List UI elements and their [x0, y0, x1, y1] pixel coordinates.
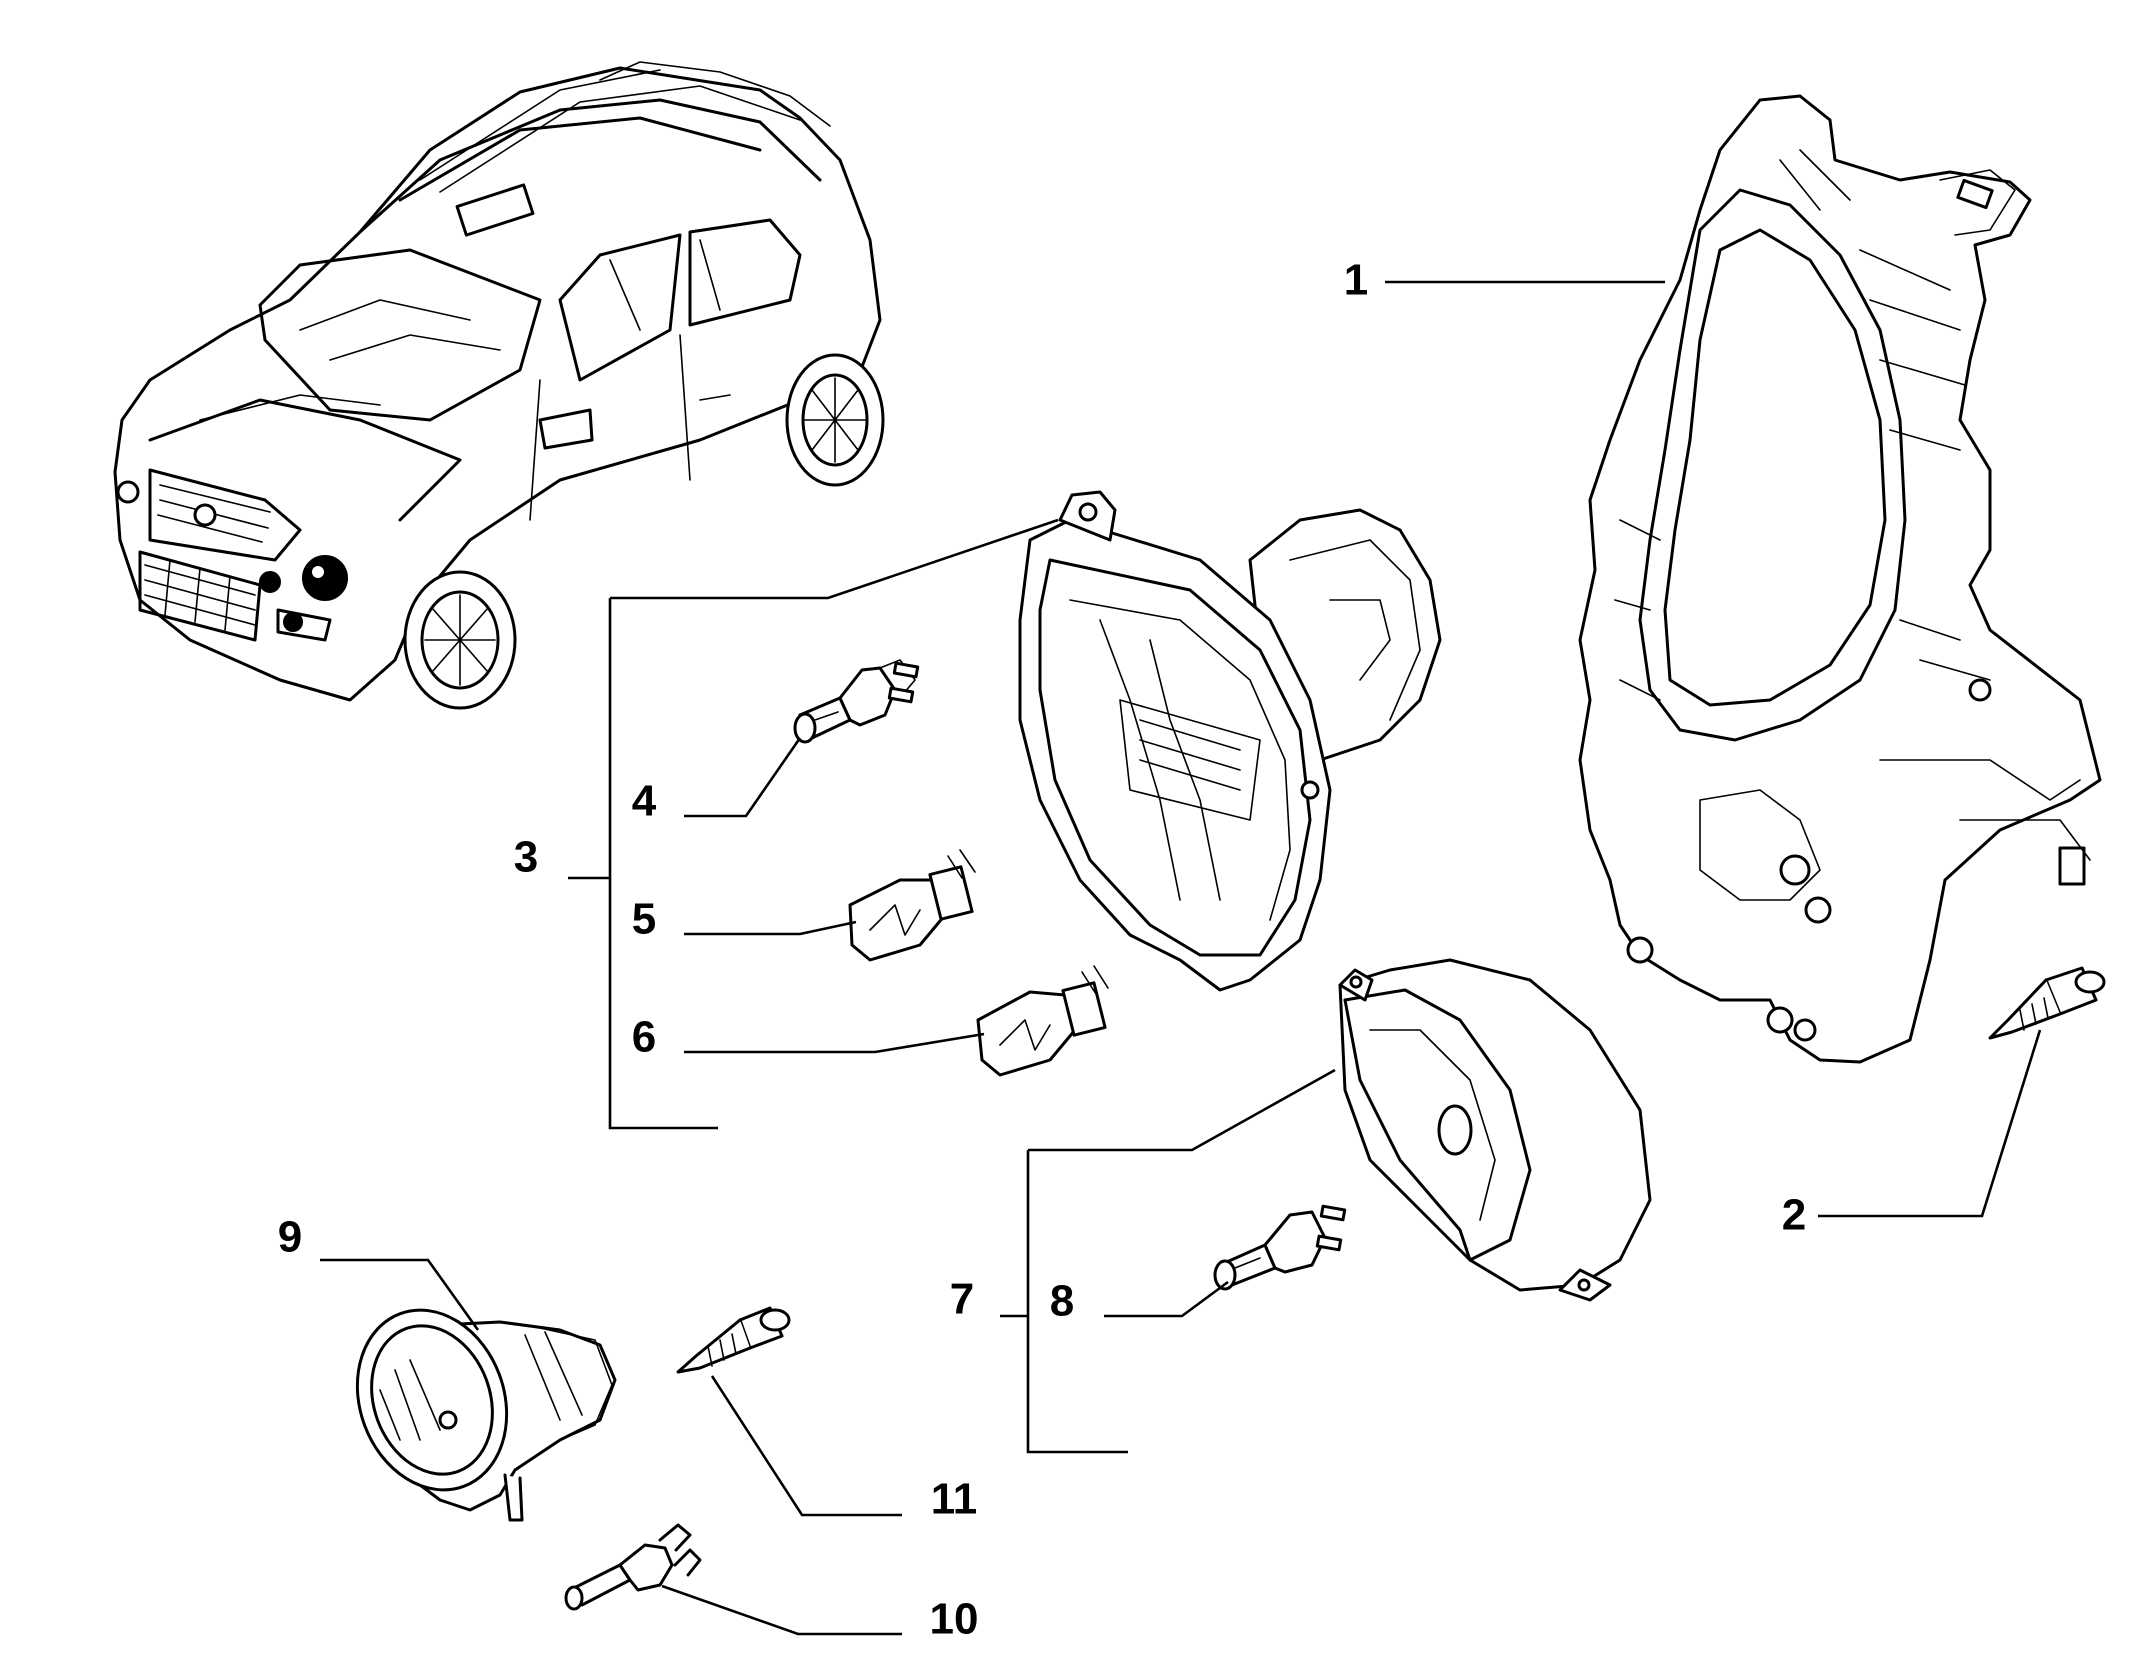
part-label-5: 5 [632, 895, 656, 944]
screw-part-11 [676, 1306, 791, 1374]
bulb-part-4 [793, 659, 920, 744]
part-label-8: 8 [1050, 1277, 1074, 1326]
part-label-4: 4 [632, 777, 657, 826]
part-label-6: 6 [632, 1013, 656, 1062]
auxiliary-lamp [1338, 958, 1652, 1302]
part-label-10: 10 [930, 1595, 979, 1644]
bulb-part-10 [564, 1523, 702, 1611]
part-labels: 1 2 3 4 5 6 7 8 9 10 11 [278, 256, 1806, 1644]
headlamp-unit [1018, 490, 1442, 992]
part-label-3: 3 [514, 833, 538, 882]
bulb-part-5 [848, 849, 976, 962]
part-label-9: 9 [278, 1213, 302, 1262]
bulb-part-6 [976, 965, 1109, 1077]
vehicle-illustration [113, 61, 885, 710]
part-label-2: 2 [1782, 1191, 1806, 1240]
part-label-1: 1 [1344, 256, 1368, 305]
headlamp-bracket [1578, 94, 2102, 1064]
screw-part-2 [1988, 966, 2106, 1040]
fog-lamp [355, 1308, 617, 1522]
bulb-part-8 [1213, 1204, 1347, 1291]
leader-lines [320, 280, 2042, 1636]
part-label-7: 7 [950, 1275, 974, 1324]
part-label-11: 11 [931, 1475, 978, 1524]
